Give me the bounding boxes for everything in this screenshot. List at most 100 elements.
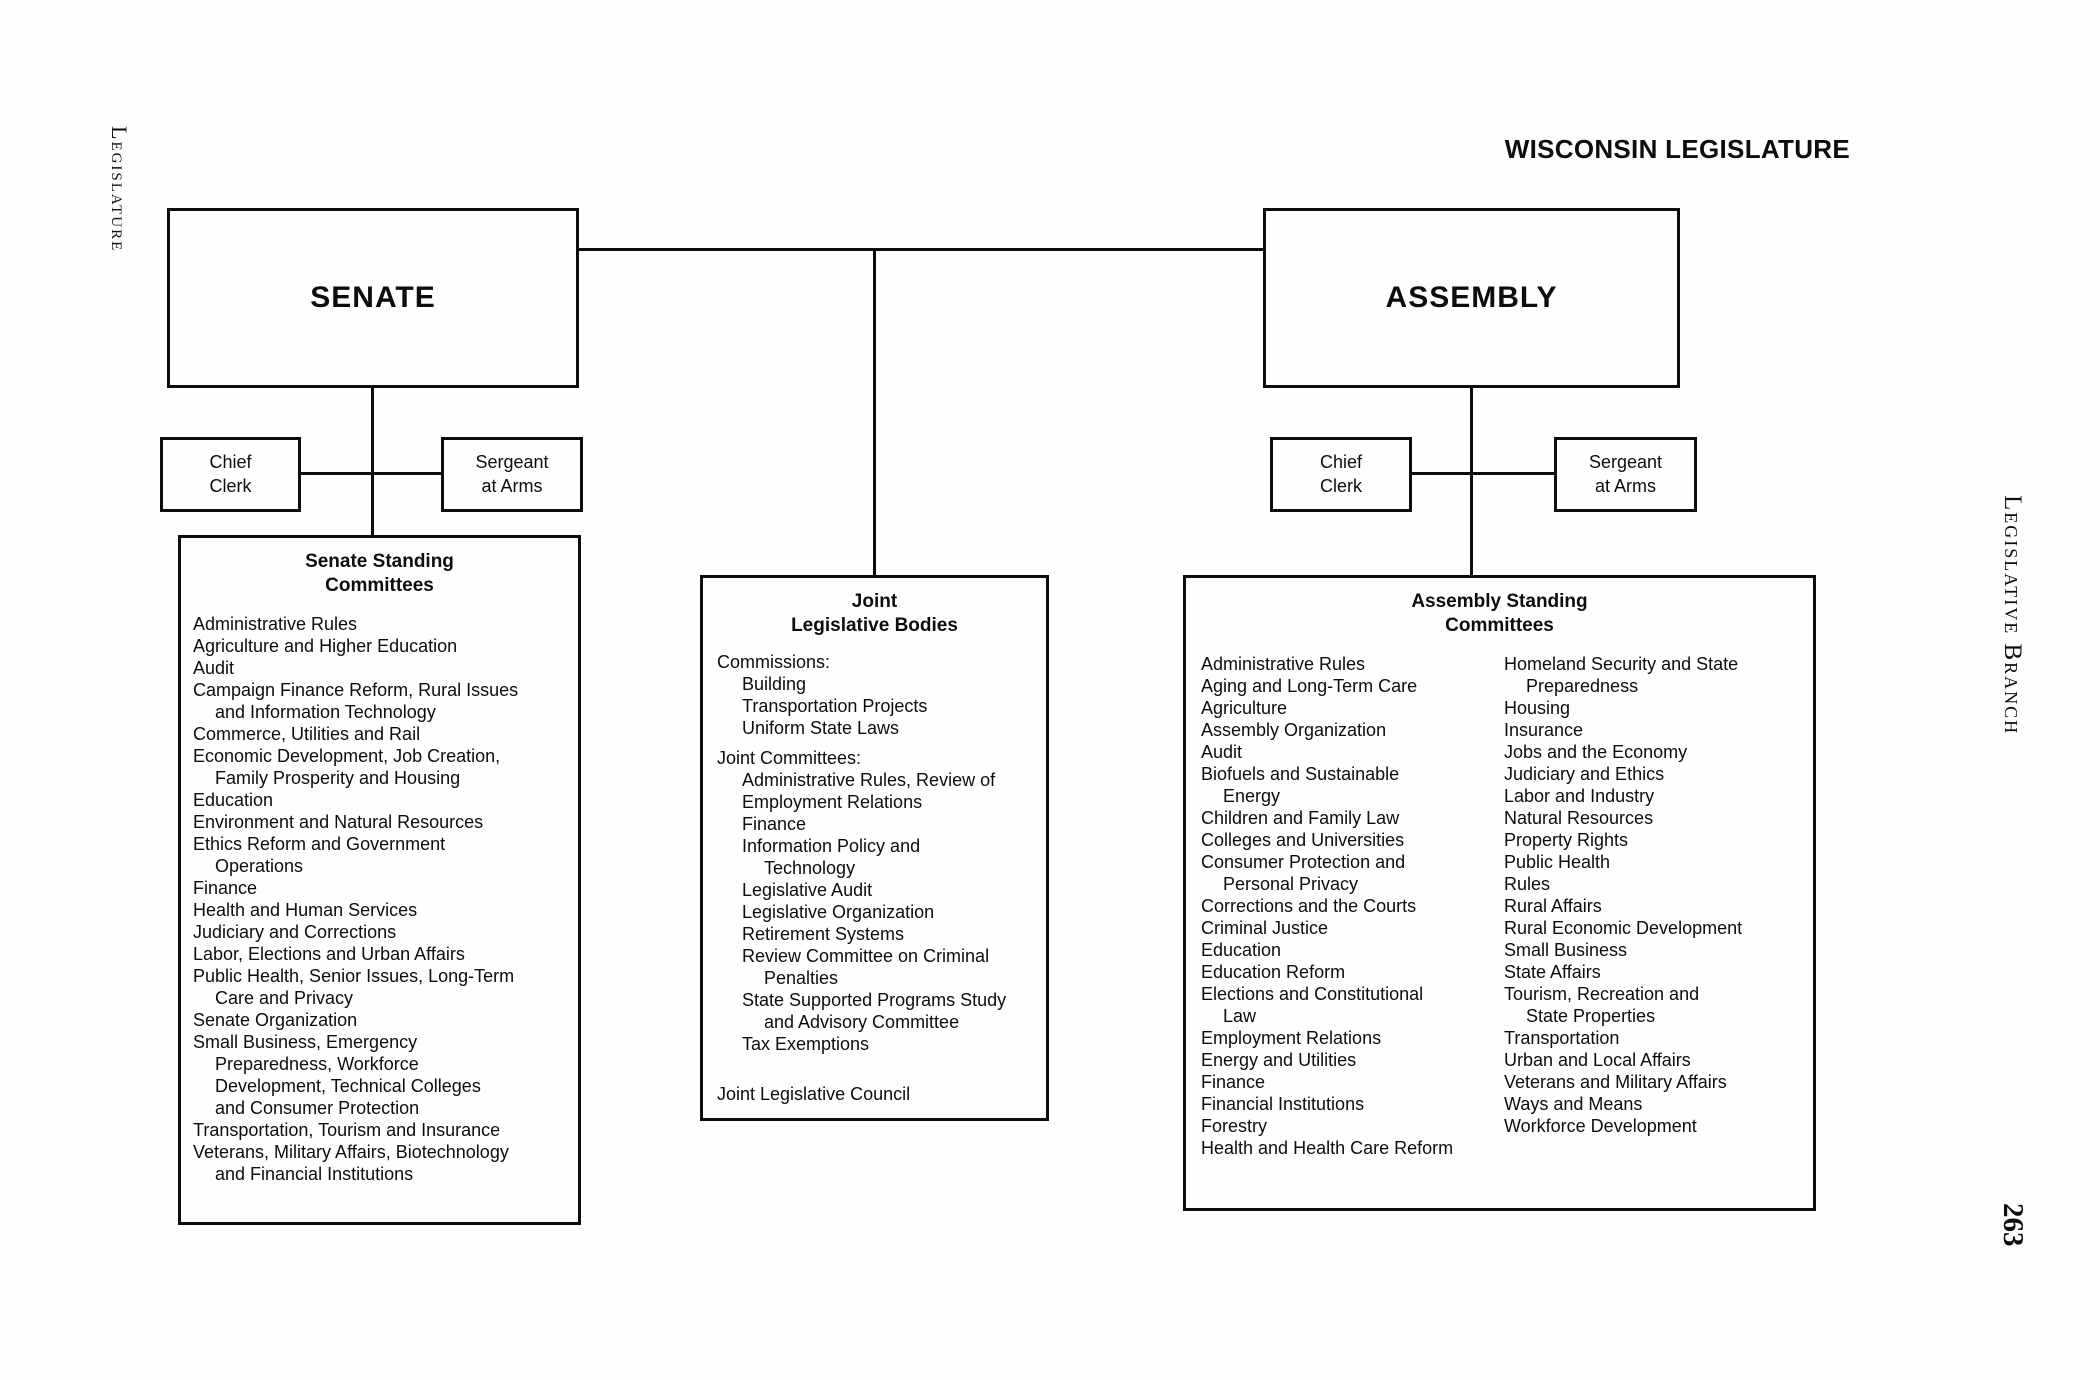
senate-committee-item: Labor, Elections and Urban Affairs bbox=[193, 943, 465, 964]
assembly-committee-item: Tourism, Recreation and State Properties bbox=[1504, 983, 1700, 1026]
assembly-committee-item: Education Reform bbox=[1201, 961, 1346, 982]
senate-committee-item: Small Business, Emergency Preparedness, … bbox=[193, 1031, 481, 1118]
senate-committee-item: Ethics Reform and Government Operations bbox=[193, 833, 446, 876]
senate-committee-item: Senate Organization bbox=[193, 1009, 358, 1030]
senate-sergeant-at-arms-box: Sergeant at Arms bbox=[441, 437, 583, 512]
assembly-committee-item: Administrative Rules bbox=[1201, 653, 1366, 674]
assembly-committee-item: Finance bbox=[1201, 1071, 1266, 1092]
joint-committee-item: Review Committee on Criminal Penalties bbox=[742, 945, 990, 988]
assembly-committee-item: Small Business bbox=[1504, 939, 1628, 960]
assembly-sergeant-at-arms-box: Sergeant at Arms bbox=[1554, 437, 1697, 512]
assembly-committee-item: Energy and Utilities bbox=[1201, 1049, 1357, 1070]
senate-committee-item: Environment and Natural Resources bbox=[193, 811, 484, 832]
joint-committee-item: Administrative Rules, Review of bbox=[742, 769, 996, 790]
right-margin-label: Legislative Branch bbox=[1999, 495, 2026, 736]
assembly-committee-item: Consumer Protection and Personal Privacy bbox=[1201, 851, 1406, 894]
senate-committee-item: Health and Human Services bbox=[193, 899, 418, 920]
assembly-committee-item: Transportation bbox=[1504, 1027, 1620, 1048]
commission-item: Building bbox=[742, 673, 807, 694]
connector-assembly-drop bbox=[1470, 386, 1473, 575]
assembly-committee-item: Biofuels and Sustainable Energy bbox=[1201, 763, 1400, 806]
joint-committee-item: Retirement Systems bbox=[742, 923, 905, 944]
senate-committee-item: Campaign Finance Reform, Rural Issues an… bbox=[193, 679, 519, 722]
assembly-committee-item: Homeland Security and State Preparedness bbox=[1504, 653, 1739, 696]
senate-committee-item: Education bbox=[193, 789, 274, 810]
assembly-title: ASSEMBLY bbox=[1385, 281, 1558, 314]
assembly-committee-item: Employment Relations bbox=[1201, 1027, 1382, 1048]
senate-committee-item: Economic Development, Job Creation, Fami… bbox=[193, 745, 501, 788]
left-margin-label: Legislature bbox=[107, 126, 132, 253]
joint-committee-item: Information Policy and Technology bbox=[742, 835, 921, 878]
senate-box: SENATE bbox=[167, 208, 579, 388]
joint-committees-label: Joint Committees: bbox=[717, 747, 862, 768]
connector-senate-drop bbox=[371, 386, 374, 535]
senate-committees-title: Senate Standing Committees bbox=[305, 551, 454, 596]
joint-committee-item: Legislative Audit bbox=[742, 879, 873, 900]
assembly-committee-item: Colleges and Universities bbox=[1201, 829, 1405, 850]
senate-committee-item: Public Health, Senior Issues, Long-Term … bbox=[193, 965, 515, 1008]
assembly-committee-item: Children and Family Law bbox=[1201, 807, 1400, 828]
assembly-committee-item: Audit bbox=[1201, 741, 1243, 762]
page-header-title: WISCONSIN LEGISLATURE bbox=[1504, 134, 1850, 164]
commission-item: Transportation Projects bbox=[742, 695, 928, 716]
assembly-committee-item: Urban and Local Affairs bbox=[1504, 1049, 1691, 1070]
assembly-committee-item: Rural Economic Development bbox=[1504, 917, 1743, 938]
assembly-committee-item: Corrections and the Courts bbox=[1201, 895, 1417, 916]
assembly-committee-item: Assembly Organization bbox=[1201, 719, 1387, 740]
assembly-committee-item: Aging and Long-Term Care bbox=[1201, 675, 1418, 696]
assembly-committee-item: Insurance bbox=[1504, 719, 1584, 740]
assembly-chief-clerk-box: Chief Clerk bbox=[1270, 437, 1412, 512]
assembly-committee-item: State Affairs bbox=[1504, 961, 1601, 982]
assembly-committees-column-2: Homeland Security and State Preparedness… bbox=[1504, 653, 1803, 1159]
assembly-committee-item: Forestry bbox=[1201, 1115, 1268, 1136]
assembly-committee-item: Labor and Industry bbox=[1504, 785, 1655, 806]
assembly-committee-item: Housing bbox=[1504, 697, 1571, 718]
senate-committee-item: Commerce, Utilities and Rail bbox=[193, 723, 421, 744]
assembly-committee-item: Health and Health Care Reform bbox=[1201, 1137, 1454, 1158]
assembly-committee-item: Rules bbox=[1504, 873, 1551, 894]
assembly-committee-item: Criminal Justice bbox=[1201, 917, 1329, 938]
assembly-committee-item: Veterans and Military Affairs bbox=[1504, 1071, 1727, 1092]
joint-bodies-title: Joint Legislative Bodies bbox=[791, 591, 958, 636]
assembly-committee-item: Rural Affairs bbox=[1504, 895, 1602, 916]
joint-committee-item: Employment Relations bbox=[742, 791, 923, 812]
senate-committee-item: Audit bbox=[193, 657, 235, 678]
senate-committee-item: Administrative Rules bbox=[193, 613, 358, 634]
senate-standing-committees-box: Senate Standing Committees Administrativ… bbox=[178, 535, 581, 1225]
senate-committee-item: Judiciary and Corrections bbox=[193, 921, 397, 942]
assembly-committee-item: Judiciary and Ethics bbox=[1504, 763, 1665, 784]
assembly-committee-item: Education bbox=[1201, 939, 1282, 960]
commission-item: Uniform State Laws bbox=[742, 717, 900, 738]
connector-senate-assembly bbox=[579, 248, 1263, 251]
senate-title: SENATE bbox=[310, 281, 436, 314]
assembly-standing-committees-box: Assembly Standing Committees Administrat… bbox=[1183, 575, 1816, 1211]
assembly-committee-item: Public Health bbox=[1504, 851, 1611, 872]
commissions-label: Commissions: bbox=[717, 651, 831, 672]
page-number: 263 bbox=[1997, 1203, 2029, 1247]
joint-committee-item: State Supported Programs Study and Advis… bbox=[742, 989, 1007, 1032]
assembly-committee-item: Workforce Development bbox=[1504, 1115, 1697, 1136]
assembly-committee-item: Ways and Means bbox=[1504, 1093, 1643, 1114]
joint-legislative-council: Joint Legislative Council bbox=[717, 1083, 911, 1104]
connector-senate-officers bbox=[300, 472, 442, 475]
assembly-committees-title: Assembly Standing Committees bbox=[1411, 591, 1588, 636]
assembly-committee-item: Agriculture bbox=[1201, 697, 1288, 718]
assembly-committee-item: Natural Resources bbox=[1504, 807, 1654, 828]
senate-committee-item: Transportation, Tourism and Insurance bbox=[193, 1119, 501, 1140]
joint-committee-item: Tax Exemptions bbox=[742, 1033, 870, 1054]
senate-committee-item: Finance bbox=[193, 877, 258, 898]
assembly-committee-item: Property Rights bbox=[1504, 829, 1629, 850]
assembly-committee-item: Elections and Constitutional Law bbox=[1201, 983, 1424, 1026]
connector-joint-drop bbox=[873, 248, 876, 575]
joint-legislative-bodies-box: Joint Legislative Bodies Commissions: Bu… bbox=[700, 575, 1049, 1121]
joint-committee-item: Legislative Organization bbox=[742, 901, 935, 922]
assembly-committee-item: Financial Institutions bbox=[1201, 1093, 1365, 1114]
senate-committee-item: Agriculture and Higher Education bbox=[193, 635, 458, 656]
assembly-box: ASSEMBLY bbox=[1263, 208, 1680, 388]
assembly-committee-item: Jobs and the Economy bbox=[1504, 741, 1688, 762]
